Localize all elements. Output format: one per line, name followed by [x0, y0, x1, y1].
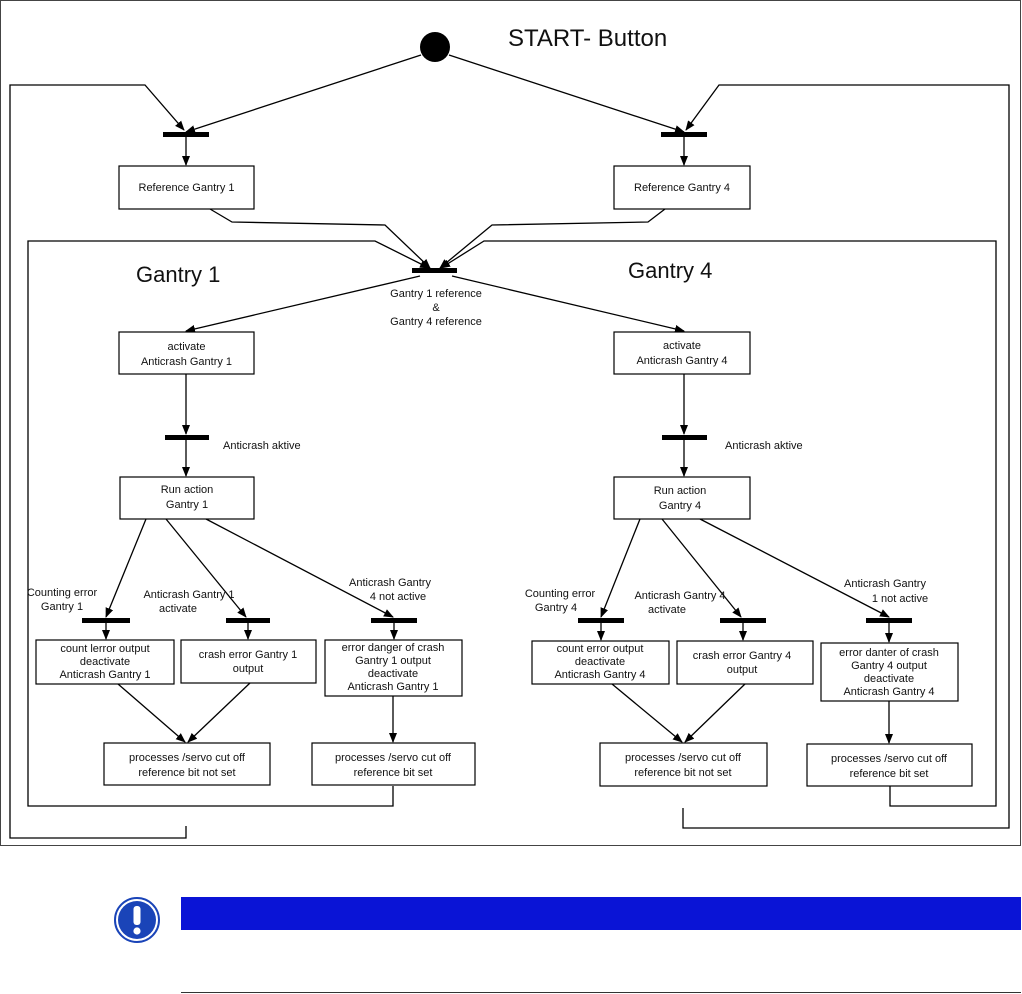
start-node — [420, 32, 450, 62]
label-reference-g4: Reference Gantry 4 — [634, 182, 730, 194]
label-anticrash-aktive-g4: Anticrash aktive — [725, 440, 803, 452]
label-count-error-g1-l1: count lerror output — [60, 643, 149, 655]
label-danger-g4-l1: error danter of crash — [839, 647, 939, 659]
label-cutoff-set-g1-l2: reference bit set — [354, 767, 433, 779]
box-crash-error-g1 — [180, 639, 317, 684]
label-cutoff-not-set-g4-l2: reference bit not set — [634, 767, 731, 779]
label-cutoff-not-set-g1-l1: processes /servo cut off — [129, 752, 246, 764]
sync-bar-ref-g4 — [661, 132, 707, 137]
label-cutoff-not-set-g1-l2: reference bit not set — [138, 767, 235, 779]
label-cutoff-set-g1-l1: processes /servo cut off — [335, 752, 452, 764]
label-count-error-g4-l3: Anticrash Gantry 4 — [554, 669, 645, 681]
box-cutoff-set-g4 — [806, 743, 973, 787]
join-condition-line3: Gantry 4 reference — [390, 316, 482, 328]
sync-bar-anticrash-g4 — [662, 435, 707, 440]
label-anticrash-aktive-g1: Anticrash aktive — [223, 440, 301, 452]
label-reference-g1: Reference Gantry 1 — [139, 182, 235, 194]
sync-bar-count-g1 — [82, 618, 130, 623]
cond-counting-error-g4-l1: Counting error — [525, 588, 596, 600]
box-reference-g1 — [118, 165, 255, 210]
label-danger-g4-l4: Anticrash Gantry 4 — [843, 686, 934, 698]
cond-other-not-active-g1-l1: Anticrash Gantry — [349, 577, 431, 589]
sync-bar-ref-g1 — [163, 132, 209, 137]
sync-bar-danger-g1 — [371, 618, 417, 623]
label-run-action-g1-l2: Gantry 1 — [166, 499, 208, 511]
label-count-error-g1-l2: deactivate — [80, 656, 130, 668]
label-cutoff-set-g4-l1: processes /servo cut off — [831, 753, 948, 765]
cond-counting-error-g1-l2: Gantry 1 — [41, 601, 83, 613]
label-activate-g4-l2: Anticrash Gantry 4 — [636, 355, 727, 367]
label-danger-g1-l3: deactivate — [368, 668, 418, 680]
label-danger-g1-l2: Gantry 1 output — [355, 655, 431, 667]
box-cutoff-set-g1 — [311, 742, 476, 786]
label-count-error-g4-l1: count error output — [557, 643, 644, 655]
label-run-action-g4-l2: Gantry 4 — [659, 500, 701, 512]
box-run-action-g4 — [613, 476, 751, 520]
box-cutoff-not-set-g4 — [599, 742, 768, 787]
box-crash-error-g4 — [676, 640, 814, 685]
box-activate-g1 — [118, 331, 255, 375]
box-danger-g1 — [324, 639, 463, 697]
cond-other-not-active-g4-l2: 1 not active — [872, 593, 928, 605]
box-count-error-g1 — [35, 639, 175, 685]
sync-bar-join — [412, 268, 457, 273]
cond-anticrash-active-g4-l2: activate — [648, 604, 686, 616]
sync-bar-anticrash-g1 — [165, 435, 209, 440]
join-condition-line2: & — [432, 302, 440, 314]
label-crash-error-g4-l1: crash error Gantry 4 — [693, 650, 791, 662]
sync-bar-crash-g4 — [720, 618, 766, 623]
sync-bar-danger-g4 — [866, 618, 912, 623]
label-crash-error-g1-l1: crash error Gantry 1 — [199, 649, 297, 661]
label-crash-error-g4-l2: output — [727, 664, 758, 676]
label-run-action-g1-l1: Run action — [161, 484, 214, 496]
label-count-error-g1-l3: Anticrash Gantry 1 — [59, 669, 150, 681]
start-label: START- Button — [508, 25, 667, 52]
box-count-error-g4 — [531, 640, 670, 685]
exclamation-icon — [114, 897, 160, 943]
label-count-error-g4-l2: deactivate — [575, 656, 625, 668]
diagram-frame — [0, 0, 1021, 846]
label-danger-g1-l1: error danger of crash — [342, 642, 445, 654]
label-danger-g1-l4: Anticrash Gantry 1 — [347, 681, 438, 693]
cond-anticrash-active-g4-l1: Anticrash Gantry 4 — [634, 590, 725, 602]
sync-bar-count-g4 — [578, 618, 624, 623]
title-gantry4: Gantry 4 — [628, 258, 712, 283]
title-gantry1: Gantry 1 — [136, 262, 220, 287]
cond-counting-error-g1-l1: Counting error — [27, 587, 98, 599]
cond-other-not-active-g1-l2: 4 not active — [370, 591, 426, 603]
label-crash-error-g1-l2: output — [233, 663, 264, 675]
bottom-divider — [181, 992, 1021, 993]
note-header-bar — [181, 897, 1021, 930]
label-activate-g4-l1: activate — [663, 340, 701, 352]
box-run-action-g1 — [119, 476, 255, 520]
box-reference-g4 — [613, 165, 751, 210]
label-activate-g1-l2: Anticrash Gantry 1 — [141, 356, 232, 368]
label-cutoff-set-g4-l2: reference bit set — [850, 768, 929, 780]
label-cutoff-not-set-g4-l1: processes /servo cut off — [625, 752, 742, 764]
label-danger-g4-l3: deactivate — [864, 673, 914, 685]
cond-other-not-active-g4-l1: Anticrash Gantry — [844, 578, 926, 590]
label-run-action-g4-l1: Run action — [654, 485, 707, 497]
cond-anticrash-active-g1-l2: activate — [159, 603, 197, 615]
cond-anticrash-active-g1-l1: Anticrash Gantry 1 — [143, 589, 234, 601]
box-activate-g4 — [613, 331, 751, 375]
join-condition-line1: Gantry 1 reference — [390, 288, 482, 300]
box-cutoff-not-set-g1 — [103, 742, 271, 786]
sync-bar-crash-g1 — [226, 618, 270, 623]
label-activate-g1-l1: activate — [168, 341, 206, 353]
cond-counting-error-g4-l2: Gantry 4 — [535, 602, 577, 614]
label-danger-g4-l2: Gantry 4 output — [851, 660, 927, 672]
